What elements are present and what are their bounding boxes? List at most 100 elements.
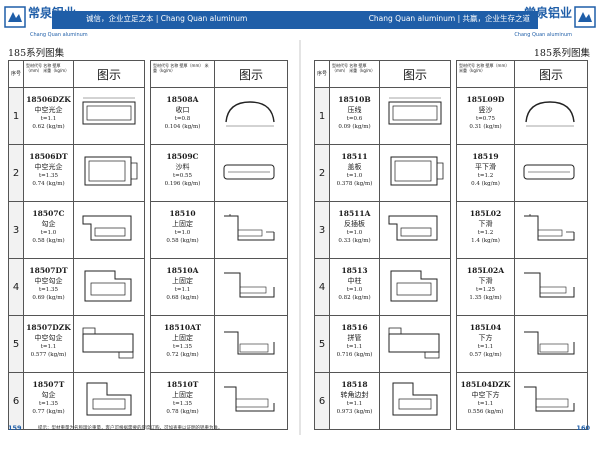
profile-drawing: [515, 145, 587, 201]
profile-code: 18507T: [32, 380, 65, 389]
profile-weight: 0.4 (kg/m): [471, 181, 500, 187]
profile-name: 中空勾企: [34, 277, 63, 285]
profile-info: 18507T 勾企 t=1.35 0.77 (kg/m): [24, 373, 74, 429]
profile-name: 中空勾企: [34, 334, 63, 342]
profile-drawing: [380, 145, 450, 201]
header-no: 序号: [9, 61, 24, 87]
page-number: 159: [8, 424, 22, 432]
profile-name: 下滑: [478, 220, 493, 228]
logo-mark-icon: [574, 6, 596, 28]
table-row: 1 18506DZK 中空光企 t=1.1 0.62 (kg/m): [8, 88, 145, 145]
profile-info: 18507C 勾企 t=1.0 0.58 (kg/m): [24, 202, 74, 258]
profile-section-drawing: [82, 97, 136, 125]
profile-code: 185L02: [469, 209, 502, 218]
profile-name: 反插板: [344, 220, 365, 228]
header-slogan: 诚信，企业立足之本 | Chang Quan aluminum: [86, 14, 248, 23]
table-row: 2 18506DT 中空光企 t=1.35 0.74 (kg/m): [8, 145, 145, 202]
profile-drawing: [515, 316, 587, 372]
profile-weight: 0.77 (kg/m): [32, 409, 65, 415]
profile-weight: 0.58 (kg/m): [32, 238, 65, 244]
profile-code: 18511: [341, 152, 368, 161]
row-number: 4: [9, 259, 24, 315]
profile-weight: 0.09 (kg/m): [338, 124, 371, 130]
profile-thickness: t=1.1: [40, 116, 57, 122]
profile-weight: 0.62 (kg/m): [32, 124, 65, 130]
header-info: 型材代号 名称 壁厚（mm） 米重（kg/m）: [330, 61, 380, 87]
profile-name: 勾企: [41, 220, 56, 228]
profile-weight: 0.556 (kg/m): [467, 409, 504, 415]
profile-drawing: [515, 88, 587, 144]
profile-weight: 0.82 (kg/m): [338, 295, 371, 301]
row-number: 2: [315, 145, 330, 201]
profile-drawing: [74, 373, 144, 429]
profile-section-drawing: [84, 156, 138, 186]
profile-thickness: t=1.35: [38, 287, 59, 293]
profile-drawing: [380, 259, 450, 315]
profile-name: 压线: [347, 106, 362, 114]
profile-info: 18509C 沙料 t=0.55 0.196 (kg/m): [151, 145, 215, 201]
profile-thickness: t=1.0: [346, 173, 363, 179]
profile-thickness: t=1.2: [477, 173, 494, 179]
table-row: 5 18507DZK 中空勾企 t=1.1 0.577 (kg/m): [8, 316, 145, 373]
profile-info: 18506DT 中空光企 t=1.35 0.74 (kg/m): [24, 145, 74, 201]
row-number: 4: [315, 259, 330, 315]
row-number: 1: [315, 88, 330, 144]
profile-code: 185L04DZK: [460, 380, 511, 389]
series-title: 185系列图集: [8, 48, 65, 59]
header-drawing: 图示: [96, 67, 121, 82]
left-page: 常泉铝业 Chang Quan aluminum 诚信，企业立足之本 | Cha…: [4, 6, 300, 432]
profile-drawing: [215, 145, 287, 201]
profile-name: 平下滑: [475, 163, 496, 171]
profile-weight: 0.72 (kg/m): [166, 352, 199, 358]
profile-weight: 0.577 (kg/m): [30, 352, 67, 358]
profile-name: 沙料: [175, 163, 190, 171]
header-no: 序号: [315, 61, 330, 87]
profile-weight: 0.69 (kg/m): [32, 295, 65, 301]
table-row: 185L04DZK 中空下方 t=1.1 0.556 (kg/m): [456, 373, 588, 430]
profile-thickness: t=1.0: [40, 230, 57, 236]
profile-info: 185L02A 下滑 t=1.25 1.35 (kg/m): [457, 259, 515, 315]
row-number: 5: [9, 316, 24, 372]
profile-section-drawing: [388, 97, 442, 125]
profile-name: 竖沙: [478, 106, 493, 114]
profile-code: 18510: [169, 209, 196, 218]
table-row: 18510 上固定 t=1.0 0.58 (kg/m): [150, 202, 288, 259]
table-row: 185L02 下滑 t=1.2 1.4 (kg/m): [456, 202, 588, 259]
profile-code: 18513: [341, 266, 368, 275]
profile-code: 18507C: [32, 209, 65, 218]
profile-name: 中柱: [347, 277, 362, 285]
header-info: 型材代号 名称 壁厚（mm） 米重（kg/m）: [24, 61, 74, 87]
profile-name: 上固定: [172, 277, 193, 285]
profile-thickness: t=1.0: [346, 287, 363, 293]
profile-info: 185L04DZK 中空下方 t=1.1 0.556 (kg/m): [457, 373, 515, 429]
profile-drawing: [215, 202, 287, 258]
profile-info: 18513 中柱 t=1.0 0.82 (kg/m): [330, 259, 380, 315]
profile-drawing: [515, 259, 587, 315]
profile-code: 18510AT: [163, 323, 202, 332]
logo-subtext: Chang Quan aluminum: [514, 32, 572, 38]
table-row: 18508A 收口 t=0.8 0.104 (kg/m): [150, 88, 288, 145]
profile-info: 18506DZK 中空光企 t=1.1 0.62 (kg/m): [24, 88, 74, 144]
page-number: 160: [576, 424, 590, 432]
profile-info: 18507DT 中空勾企 t=1.35 0.69 (kg/m): [24, 259, 74, 315]
profile-thickness: t=1.0: [174, 230, 191, 236]
profile-thickness: t=1.1: [346, 344, 363, 350]
right-page: 常泉铝业 Chang Quan aluminum Chang Quan alum…: [300, 0, 600, 450]
table-header: 型材代号 名称 壁厚（mm） 米重（kg/m） 图示: [456, 60, 588, 88]
profile-weight: 0.57 (kg/m): [469, 352, 502, 358]
profile-info: 18518 转角边封 t=1.1 0.973 (kg/m): [330, 373, 380, 429]
table-row: 6 18518 转角边封 t=1.1 0.973 (kg/m): [314, 373, 451, 430]
profile-section-drawing: [224, 331, 275, 355]
profile-section-drawing: [524, 331, 575, 355]
profile-section-drawing: [524, 272, 575, 298]
table-row: 185L04 下方 t=1.1 0.57 (kg/m): [456, 316, 588, 373]
profile-section-drawing: [84, 270, 132, 302]
profile-section-drawing: [388, 215, 438, 241]
profile-code: 18519: [472, 152, 499, 161]
profile-section-drawing: [224, 272, 275, 298]
profile-name: 收口: [175, 106, 190, 114]
profile-section-drawing: [86, 382, 132, 416]
profile-name: 转角边封: [340, 391, 369, 399]
footnote: 提示：型材重量为名称理论重量，客户可根据需要的厚度订购，可加查重以证明的铝重为准…: [38, 426, 223, 431]
profile-info: 18516 拼管 t=1.1 0.716 (kg/m): [330, 316, 380, 372]
